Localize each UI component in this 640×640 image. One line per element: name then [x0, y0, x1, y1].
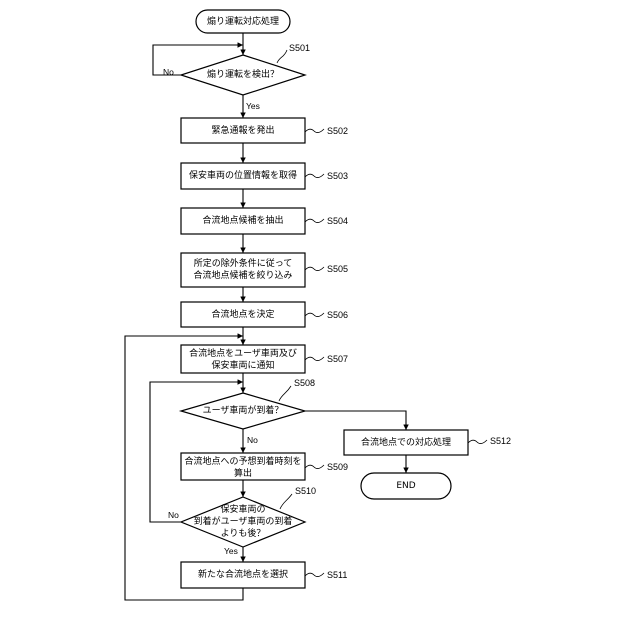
step-label-s501: S501: [289, 43, 310, 53]
step-label-s508: S508: [294, 378, 315, 388]
step-label-s503: S503: [327, 171, 348, 181]
decision-s510-text-line-1: 保安車両の: [220, 503, 265, 515]
step-label-s502: S502: [327, 126, 348, 136]
leader-s506: [305, 313, 324, 317]
s501-yes-label: Yes: [246, 101, 260, 111]
s508-no-label: No: [247, 435, 258, 445]
decision-s508-text: ユーザ車両が到着？: [203, 404, 284, 416]
step-label-s506: S506: [327, 310, 348, 320]
leader-s508: [279, 386, 291, 401]
process-s505-text-line-2: 合流地点候補を絞り込み: [193, 269, 292, 281]
step-label-s510: S510: [295, 486, 316, 496]
decision-s510-text-line-3: よりも後？: [221, 527, 266, 539]
process-s507-text-line-1: 合流地点をユーザ車両及び: [189, 347, 297, 359]
step-label-s507: S507: [327, 354, 348, 364]
process-s505-text-line-1: 所定の除外条件に従って: [194, 257, 293, 269]
step-label-s504: S504: [327, 216, 348, 226]
leader-s511: [305, 573, 324, 577]
connector-s508-yes-to-s512: [305, 411, 406, 430]
start-label: 煽り運転対応処理: [207, 15, 279, 27]
process-s507-text-line-2: 保安車両に通知: [211, 359, 274, 371]
process-s503-text: 保安車両の位置情報を取得: [189, 169, 297, 181]
process-s511-text: 新たな合流地点を選択: [198, 568, 288, 580]
leader-s505: [305, 267, 324, 271]
step-label-s505: S505: [327, 264, 348, 274]
step-label-s512: S512: [490, 436, 511, 446]
process-s509-text-line-2: 算出: [234, 467, 252, 479]
decision-s501-text: 煽り運転を検出？: [207, 68, 279, 80]
leader-s502: [305, 129, 324, 133]
leader-s509: [305, 465, 324, 469]
s510-yes-label: Yes: [224, 546, 238, 556]
s510-no-label: No: [168, 510, 179, 520]
process-s512-text: 合流地点での対応処理: [361, 436, 451, 448]
step-label-s509: S509: [327, 462, 348, 472]
step-label-s511: S511: [327, 570, 347, 580]
leader-s512: [468, 440, 487, 444]
process-s502-text: 緊急通報を発出: [211, 124, 274, 136]
leader-s507: [305, 357, 324, 361]
process-s509-text-line-1: 合流地点への予想到着時刻を: [184, 455, 301, 467]
end-label: END: [396, 481, 415, 491]
leader-s501: [277, 50, 287, 63]
process-s506-text: 合流地点を決定: [211, 308, 274, 320]
decision-s510-text-line-2: 到着がユーザ車両の到着: [194, 515, 293, 527]
leader-s510: [280, 494, 292, 509]
leader-s504: [305, 219, 324, 223]
leader-s503: [305, 174, 324, 178]
process-s504-text: 合流地点候補を抽出: [202, 214, 283, 226]
